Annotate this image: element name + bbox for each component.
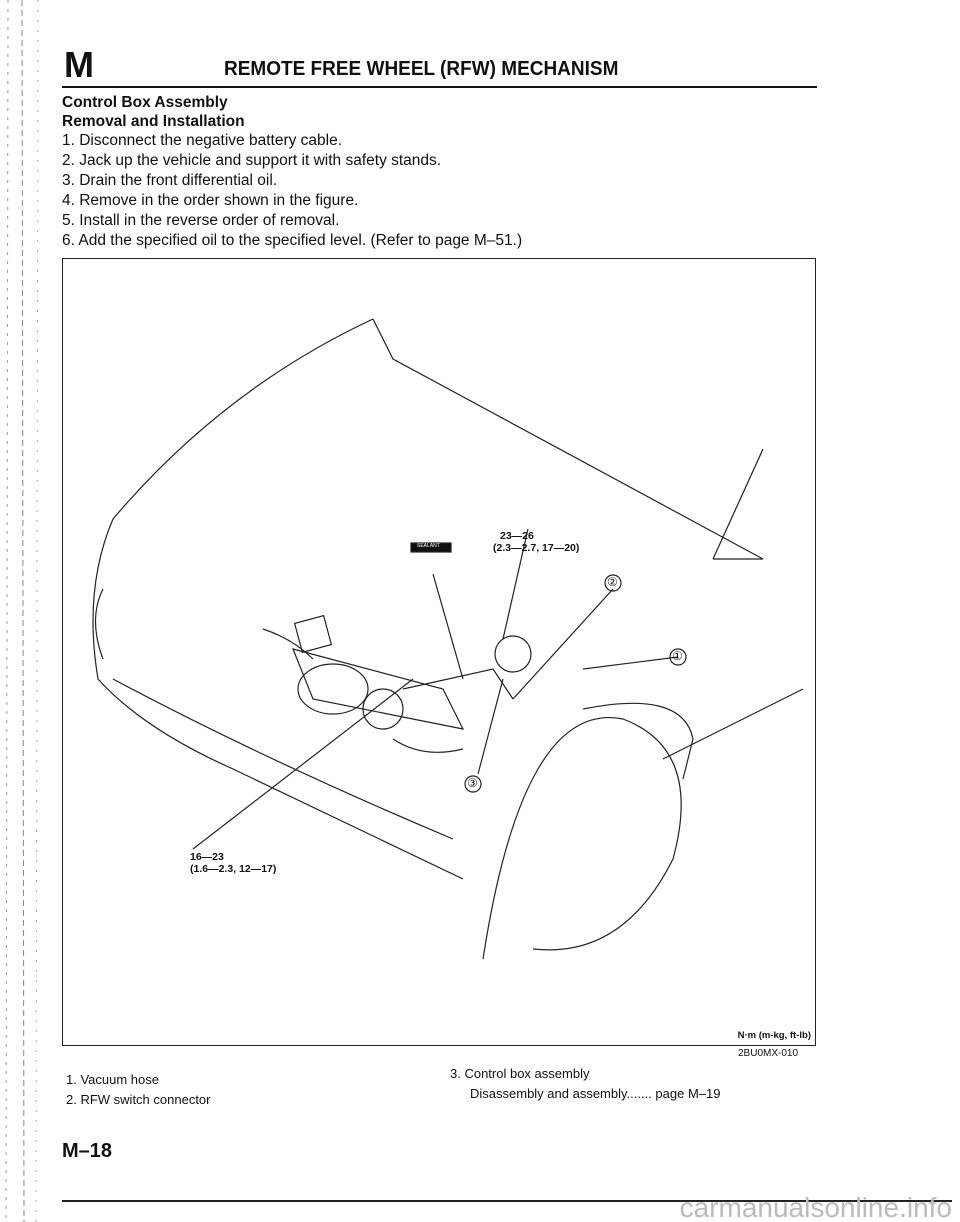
torque-spec-1: 23—26 (500, 530, 534, 542)
step: 4. Remove in the order shown in the figu… (62, 192, 359, 209)
callout-3: ③ (467, 776, 478, 790)
torque1-leader (502, 528, 529, 640)
vehicle-diagram (92, 318, 804, 960)
figure-code: 2BU0MX-010 (738, 1048, 799, 1059)
callout2-leader (512, 588, 614, 700)
step: 5. Install in the reverse order of remov… (62, 212, 340, 229)
binding-edge-marks (5, 0, 39, 1222)
callout-1: ① (672, 649, 683, 663)
sealant-leader (432, 573, 464, 680)
torque-spec-1-alt: (2.3—2.7, 17—20) (493, 542, 580, 554)
figure-frame: SEALANT 23—26 (2.3—2.7, 17—20) ② ① ③ 16—… (62, 258, 816, 1046)
section-subheading: Removal and Installation (62, 113, 245, 130)
callout-circle-3 (464, 775, 482, 793)
axle-assembly (262, 614, 532, 753)
body-outline (92, 318, 464, 880)
callout-circle-1 (669, 648, 687, 666)
legend-item-3-sub: Disassembly and assembly....... page M–1… (470, 1086, 721, 1101)
torque2-leader (192, 678, 414, 850)
callout1-leader (582, 656, 679, 670)
torque-spec-2: 16—23 (190, 851, 224, 863)
legend-item-3: 3. Control box assembly (450, 1066, 590, 1081)
sealant-tube-icon (410, 542, 452, 553)
page-number: M–18 (62, 1140, 113, 1162)
callout-2: ② (607, 575, 618, 589)
callout-circle-2 (604, 574, 622, 592)
torque-units: N·m (m-kg, ft-lb) (737, 1030, 811, 1041)
legend-item-2: 2. RFW switch connector (66, 1092, 211, 1107)
sealant-label: SEALANT (417, 543, 440, 549)
callout3-leader (477, 678, 504, 775)
fender-line (662, 688, 804, 760)
step: 2. Jack up the vehicle and support it wi… (62, 152, 442, 169)
step: 6. Add the specified oil to the specifie… (62, 232, 523, 249)
step: 3. Drain the front differential oil. (62, 172, 278, 189)
footer-rule (62, 1200, 952, 1202)
section-letter: M (64, 44, 94, 85)
tire-outline (482, 717, 682, 960)
step: 1. Disconnect the negative battery cable… (62, 132, 343, 149)
legend-item-1: 1. Vacuum hose (66, 1072, 159, 1087)
page-title: REMOTE FREE WHEEL (RFW) MECHANISM (224, 58, 619, 80)
section-heading: Control Box Assembly (62, 94, 228, 111)
torque-spec-2-alt: (1.6—2.3, 12—17) (190, 863, 277, 875)
watermark: carmanualsonline.info (679, 1192, 952, 1222)
header-rule (62, 86, 817, 88)
hood-line (372, 318, 764, 560)
